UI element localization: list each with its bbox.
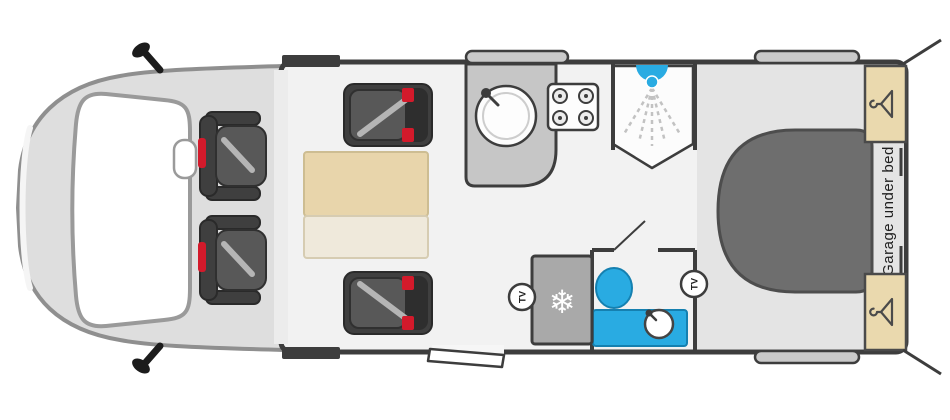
front-bumper-trim: [19, 125, 33, 291]
wardrobe-top: [863, 64, 908, 144]
dining-table-main: [303, 151, 429, 217]
shower-spray: [622, 87, 682, 146]
burner-dot: [558, 94, 562, 98]
window-bedroom-top: [753, 49, 861, 65]
bed: [716, 128, 874, 294]
burner-dot: [584, 94, 588, 98]
dashboard-console: [172, 138, 198, 180]
seatbelt-anchor: [198, 242, 206, 272]
tv-label: TV: [518, 290, 529, 303]
travel-seat-bottom: [343, 271, 433, 335]
mirror-icon-bottom: [132, 342, 164, 374]
cab: [15, 42, 286, 374]
kitchen-sink-inner-ring: [482, 92, 530, 140]
rear-corner-line-bottom: [902, 348, 942, 376]
burner-dot: [584, 116, 588, 120]
travel-seat-top: [343, 83, 433, 147]
wardrobe-bottom: [863, 272, 908, 352]
seat-belt-strap: [357, 281, 411, 323]
seatbelt-buckle-icon: [402, 316, 414, 330]
tv-circle: [507, 282, 537, 312]
window-dark-front-bottom: [282, 347, 340, 359]
fridge: ❄: [530, 254, 594, 346]
tv-badge-bedroom: TV: [679, 269, 709, 299]
basin-tap-icon: [645, 309, 658, 322]
hob: [546, 82, 600, 132]
rear-corner-line-top: [902, 38, 942, 66]
tv-label: TV: [690, 277, 701, 290]
seat-belt-strap: [357, 95, 411, 137]
garage-under-bed-label: Garage under bed: [880, 146, 897, 276]
seatbelt-buckle-icon: [402, 276, 414, 290]
mirror-icon-top: [132, 42, 164, 74]
sink-tap-icon: [481, 88, 500, 107]
shower-room: [611, 62, 697, 170]
hanger-icon-bottom: [869, 297, 894, 327]
shower-head-icon: [636, 65, 668, 81]
snowflake-icon: ❄: [549, 283, 576, 321]
window-bedroom-bottom: [753, 349, 861, 365]
toilet: [595, 267, 633, 309]
entry-door-leaf: [426, 347, 506, 369]
cab-body-junction: [274, 70, 288, 344]
tv-circle: [679, 269, 709, 299]
seat-belt-strap: [221, 137, 255, 173]
dining-table-extension: [303, 215, 429, 259]
window-dark-front-top: [282, 55, 340, 67]
kitchen-sink: [474, 84, 538, 148]
seatbelt-anchor: [198, 138, 206, 168]
washroom: [590, 220, 697, 351]
tv-badge-lounge: TV: [507, 282, 537, 312]
washroom-door: [613, 220, 646, 251]
seat-belt-strap: [221, 241, 255, 277]
seatbelt-buckle-icon: [402, 128, 414, 142]
kitchen: [464, 62, 600, 188]
hanger-icon-top: [869, 89, 894, 119]
shower-nozzle-icon: [645, 75, 659, 89]
window-kitchen-top: [464, 49, 570, 65]
cab-seat-bottom: [198, 215, 267, 305]
bedroom: Garage under bed: [716, 64, 908, 352]
cab-seat-top: [198, 111, 267, 201]
seatbelt-buckle-icon: [402, 88, 414, 102]
burner-dot: [558, 116, 562, 120]
windscreen: [70, 91, 192, 329]
